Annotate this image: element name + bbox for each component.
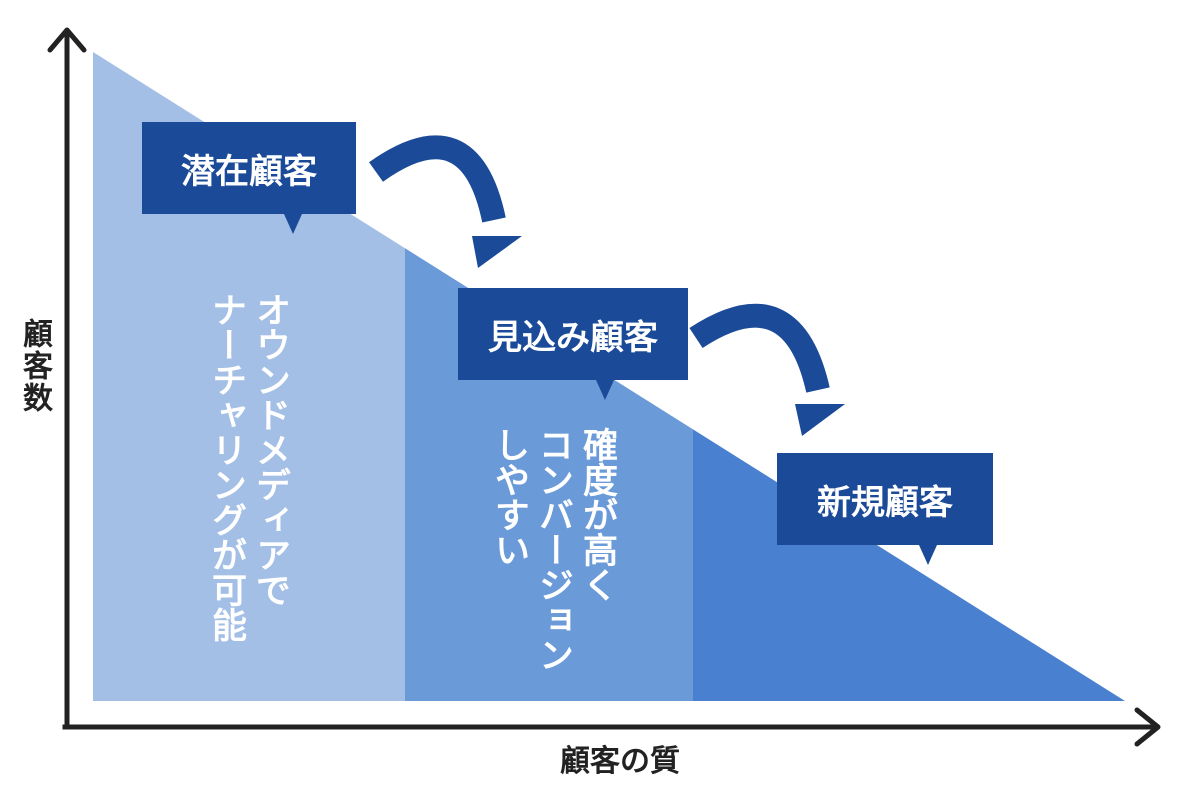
label-prospect-customers: 見込み顧客: [458, 288, 688, 400]
y-axis-arrowhead: [47, 27, 87, 53]
axes: [47, 27, 1161, 747]
segment-prospect-description: 確度が高く コンバージョン しやすい: [489, 427, 617, 672]
label-potential-customers: 潜在顧客: [142, 122, 356, 234]
x-axis-arrowhead: [1134, 707, 1161, 747]
label-new-customers: 新規顧客: [777, 453, 993, 565]
curved-arrow-right-down-icon: [689, 303, 845, 436]
segment-potential-description: オウンドメディアで ナーチャリングが可能: [206, 292, 290, 642]
segment-new-area: [693, 52, 1125, 701]
curved-arrow-right-down-icon: [369, 135, 522, 268]
x-axis-label: 顧客の質: [560, 744, 680, 779]
y-axis-label: 顧客数: [17, 318, 52, 414]
